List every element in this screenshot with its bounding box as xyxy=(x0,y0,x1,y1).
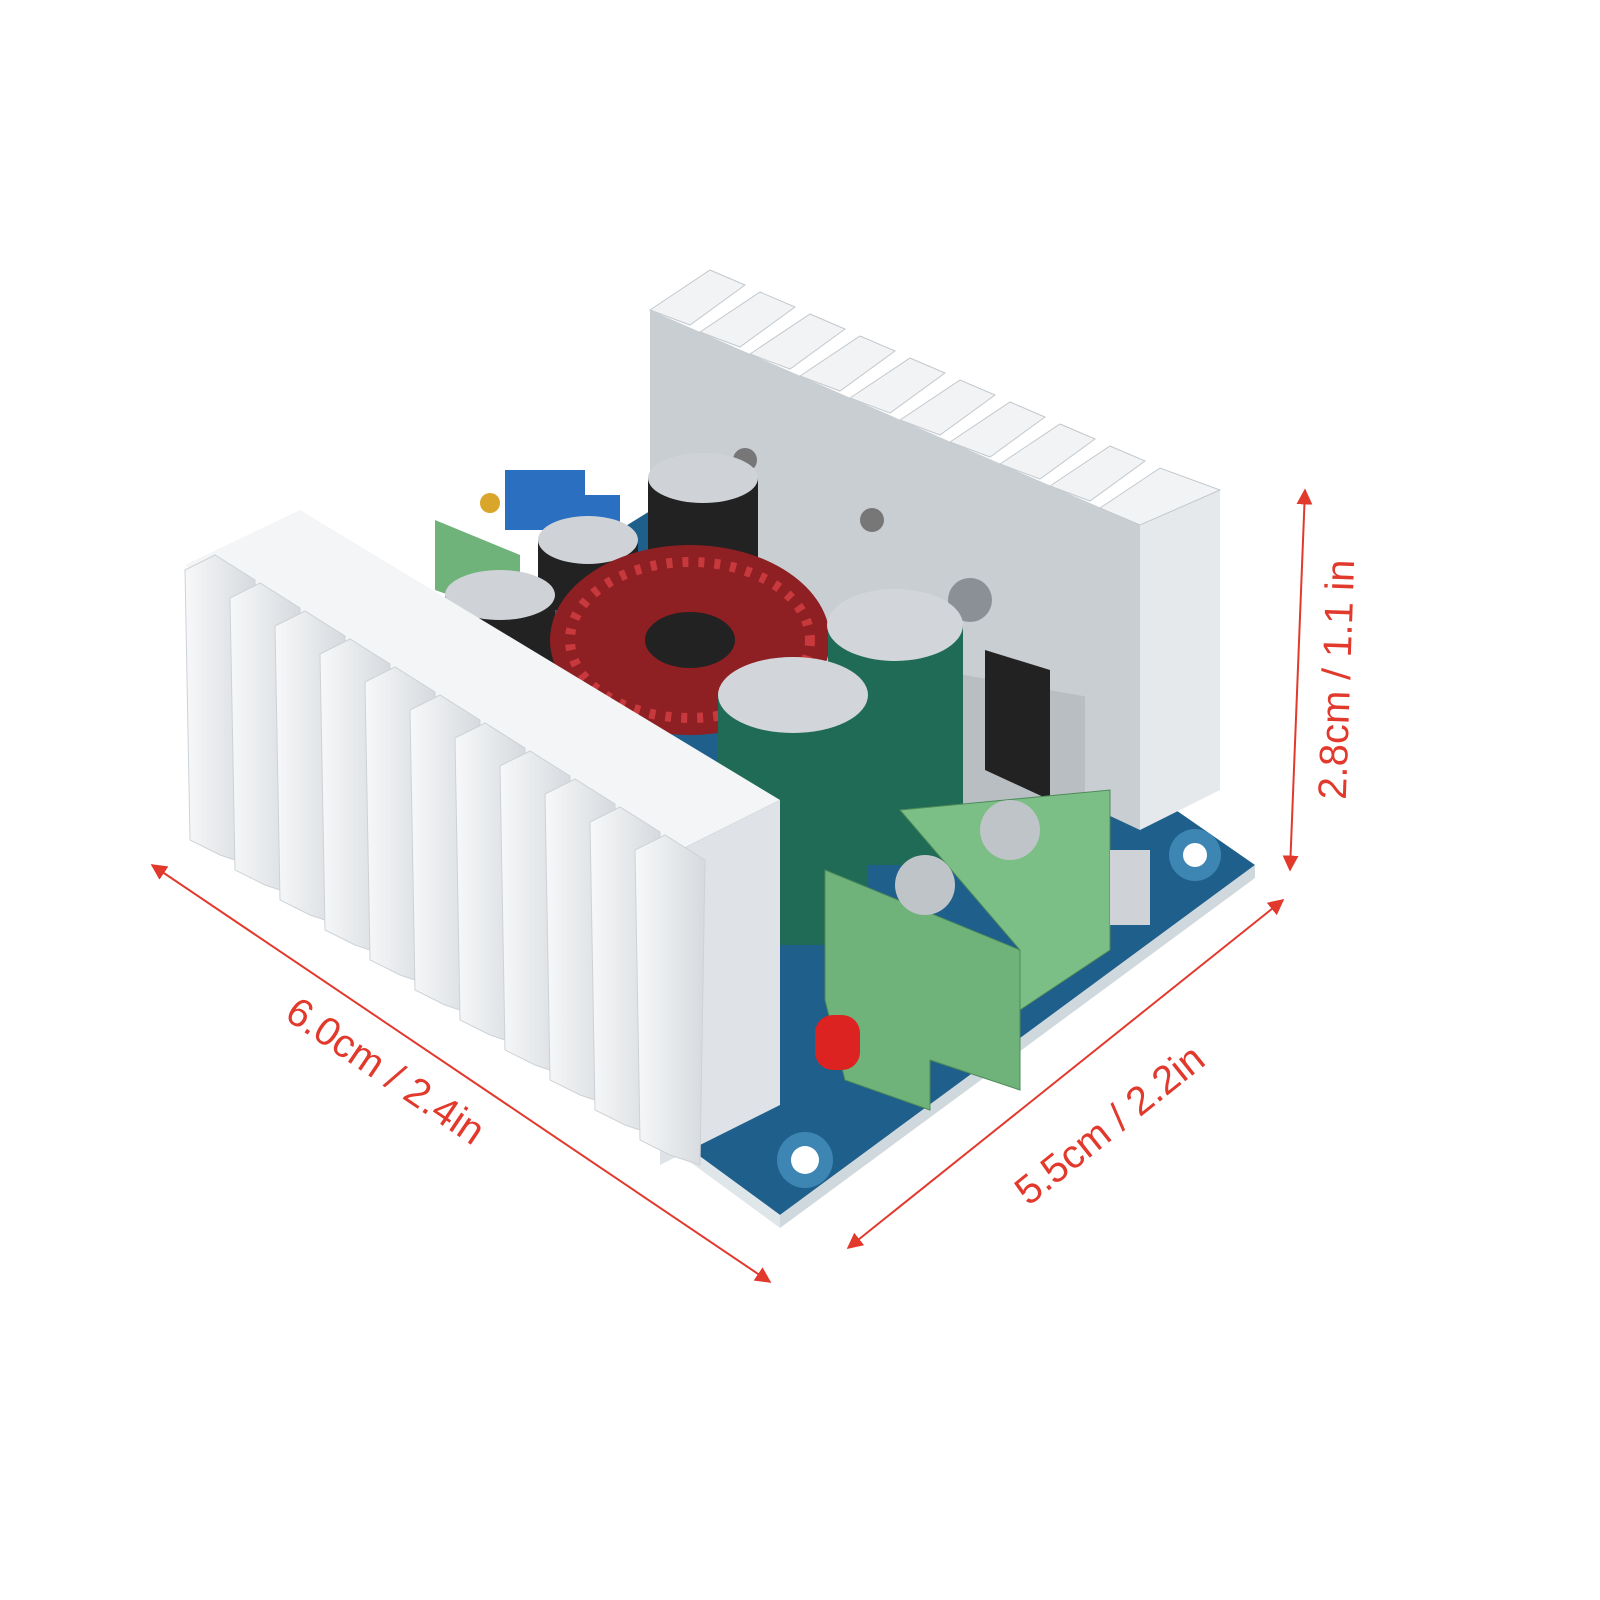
rear-heatsink xyxy=(648,269,1222,837)
small-capacitor xyxy=(648,453,758,558)
dimension-arrow xyxy=(1282,488,1313,872)
led xyxy=(815,1015,860,1070)
width-label: 5.5cm / 2.2in xyxy=(1007,1036,1213,1214)
dimension-height: 2.8cm / 1.1 in xyxy=(1282,488,1363,872)
dimension-arrow xyxy=(846,899,1285,1249)
height-label: 2.8cm / 1.1 in xyxy=(1311,559,1363,801)
dimension-arrow xyxy=(150,864,772,1283)
